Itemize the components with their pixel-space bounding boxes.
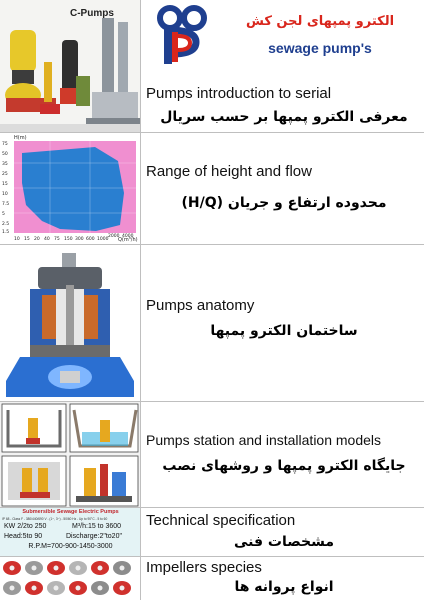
menu-label-en: Pumps station and installation models — [146, 432, 382, 448]
y-tick: 5 — [2, 211, 5, 217]
y-tick: 10 — [2, 191, 8, 197]
y-tick: 25 — [2, 171, 8, 177]
range-chart: H(m) Q(m³/h) 75 50 35 25 15 10 7.5 5 2.5… — [2, 135, 138, 243]
menu-row-spec[interactable]: Submersible Sewage Electric Pumps IP 68 … — [0, 508, 424, 557]
menu-label-en: Impellers species — [146, 559, 262, 576]
header-title-en: sewage pump's — [268, 40, 372, 56]
menu-label-fa: انواع پروانه ها — [234, 579, 334, 595]
install-model-1 — [1, 403, 67, 453]
pumps-illustration — [0, 18, 140, 132]
spec-flow: M³/h:15 to 3600 — [72, 523, 122, 530]
install-model-3 — [1, 455, 67, 507]
x-tick: 150 — [64, 236, 73, 242]
y-tick: 2.5 — [2, 221, 9, 227]
x-tick: 300 — [75, 236, 84, 242]
spec-discharge: Discharge:2"to20" — [66, 533, 122, 540]
y-tick: 1.5 — [2, 229, 9, 235]
x-tick: 75 — [54, 236, 60, 242]
menu-label-fa: محدوده ارتفاع و جریان (H/Q) — [181, 195, 387, 211]
pumps-thumbnail[interactable]: C-Pumps — [0, 0, 141, 132]
spec-head: Head:5to 90 — [4, 533, 43, 540]
y-tick: 50 — [2, 151, 8, 157]
impellers-thumbnail[interactable] — [0, 557, 141, 600]
impellers-illustration — [3, 561, 131, 595]
x-tick: 15 — [24, 236, 30, 242]
y-tick: 15 — [2, 181, 8, 187]
spec-subline: IP 68 - Class F - 380/440/690 V - (1~, 3… — [2, 517, 108, 521]
x-tick: 40 — [44, 236, 50, 242]
chart-y-unit: H(m) — [14, 135, 27, 141]
brand-logo — [150, 4, 214, 68]
menu-row-range[interactable]: H(m) Q(m³/h) 75 50 35 25 15 10 7.5 5 2.5… — [0, 133, 424, 245]
x-tick: 600 — [86, 236, 95, 242]
y-tick: 75 — [2, 141, 8, 147]
impeller-row-top — [3, 561, 131, 575]
spec-rpm: R.P.M=700-900-1450-3000 — [28, 543, 113, 550]
chart-y-ticks: 75 50 35 25 15 10 7.5 5 2.5 1.5 — [2, 141, 9, 235]
install-model-4 — [69, 455, 139, 507]
menu-label-en: Technical specification — [146, 512, 296, 529]
chart-x-unit: Q(m³/h) — [118, 237, 138, 243]
spec-thumbnail[interactable]: Submersible Sewage Electric Pumps IP 68 … — [0, 508, 141, 556]
anatomy-thumbnail[interactable] — [0, 245, 141, 401]
installation-thumbnail[interactable] — [0, 402, 141, 507]
menu-row-impellers[interactable]: Impellers species انواع پروانه ها — [0, 557, 424, 600]
menu-label-en: Pumps anatomy — [146, 297, 255, 314]
x-tick: 1000 — [97, 236, 109, 242]
impeller-row-bottom — [3, 581, 131, 595]
x-tick: 10 — [14, 236, 20, 242]
menu-row-station[interactable]: Pumps station and installation models جا… — [0, 402, 424, 508]
menu-label-en: Pumps introduction to serial — [146, 85, 332, 102]
x-tick: 4000 — [122, 233, 134, 239]
menu-row-serial[interactable]: C-Pumps الکترو پمپهای لجن کش — [0, 0, 424, 133]
menu-label-fa: ساختمان الکترو پمپها — [210, 323, 358, 339]
x-tick: 2000 — [108, 233, 120, 239]
menu-label-fa: جایگاه الکترو پمپها و روشهای نصب — [162, 458, 406, 474]
menu-row-anatomy[interactable]: Pumps anatomy ساختمان الکترو پمپها — [0, 245, 424, 402]
range-chart-thumbnail[interactable]: H(m) Q(m³/h) 75 50 35 25 15 10 7.5 5 2.5… — [0, 133, 141, 244]
x-tick: 20 — [34, 236, 40, 242]
installation-models — [1, 403, 139, 507]
brand-label: C-Pumps — [70, 8, 114, 19]
install-model-2 — [69, 403, 139, 453]
pump-cutaway — [6, 253, 134, 397]
y-tick: 35 — [2, 161, 8, 167]
y-tick: 7.5 — [2, 201, 9, 207]
spec-title: Submersible Sewage Electric Pumps — [22, 509, 119, 515]
chart-x-ticks: 10 15 20 40 75 150 300 600 1000 2000 400… — [14, 233, 134, 242]
menu-label-en: Range of height and flow — [146, 163, 312, 180]
menu-label-fa: معرفی الکترو پمپها بر حسب سریال — [160, 109, 408, 125]
spec-kw: KW 2/2to 250 — [4, 523, 47, 530]
menu-label-fa: مشخصات فنی — [233, 534, 335, 550]
header-title-fa: الکترو پمپهای لجن کش — [245, 14, 395, 29]
chart-area — [22, 147, 124, 231]
